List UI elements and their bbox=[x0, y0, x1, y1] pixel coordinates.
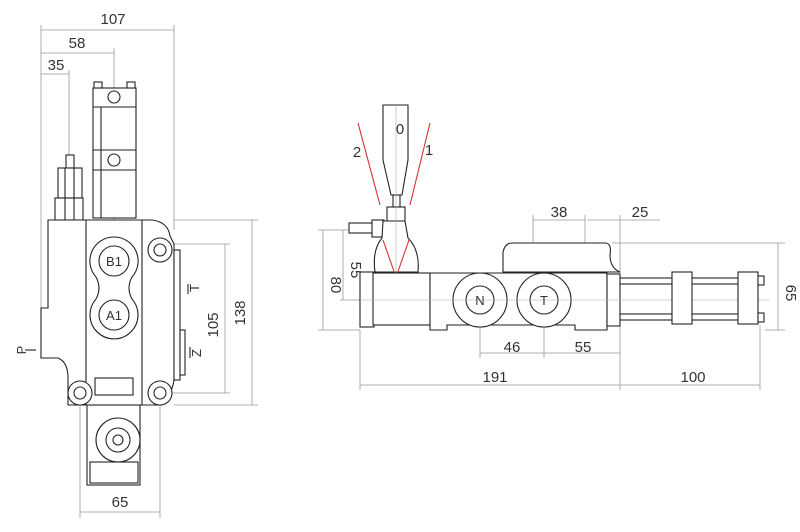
port-t-label: T bbox=[187, 284, 202, 292]
port-b1-label: B1 bbox=[106, 254, 122, 269]
port-t-side-label: T bbox=[540, 293, 548, 308]
dim-138: 138 bbox=[232, 300, 249, 325]
dim-65-side: 65 bbox=[782, 285, 799, 302]
lever-position-2-label: 2 bbox=[353, 144, 361, 161]
dim-35: 35 bbox=[48, 57, 65, 74]
spring-cap-front bbox=[86, 404, 141, 486]
dim-46: 46 bbox=[504, 339, 521, 356]
dim-105: 105 bbox=[205, 312, 222, 337]
side-valve-body bbox=[359, 242, 770, 331]
side-dimension-lines bbox=[318, 215, 785, 390]
port-a1-label: A1 bbox=[106, 308, 122, 323]
port-p-label: P bbox=[14, 346, 29, 355]
lever-position-1-line bbox=[409, 122, 431, 206]
dim-100: 100 bbox=[680, 369, 705, 386]
lever-position-0-label: 0 bbox=[396, 121, 404, 138]
valve-body bbox=[40, 219, 186, 406]
lever-position-2-line bbox=[357, 122, 381, 206]
dim-58: 58 bbox=[69, 35, 86, 52]
dim-107: 107 bbox=[100, 11, 125, 28]
dim-25: 25 bbox=[632, 204, 649, 221]
relief-valve bbox=[54, 154, 84, 221]
lever-position-1-label: 1 bbox=[425, 142, 433, 159]
dim-191: 191 bbox=[482, 369, 507, 386]
lever-housing bbox=[92, 81, 137, 219]
port-z-label: Z bbox=[189, 349, 204, 357]
dim-55-horizontal: 55 bbox=[575, 339, 592, 356]
dim-80: 80 bbox=[327, 277, 344, 294]
port-n-label: N bbox=[475, 293, 484, 308]
dim-65: 65 bbox=[112, 494, 129, 511]
side-view: 38 25 80 55 65 46 55 191 100 0 1 2 bbox=[318, 104, 799, 390]
front-view: 107 58 35 138 105 65 bbox=[14, 11, 258, 518]
dim-38: 38 bbox=[551, 204, 568, 221]
spring-assembly bbox=[619, 271, 765, 325]
